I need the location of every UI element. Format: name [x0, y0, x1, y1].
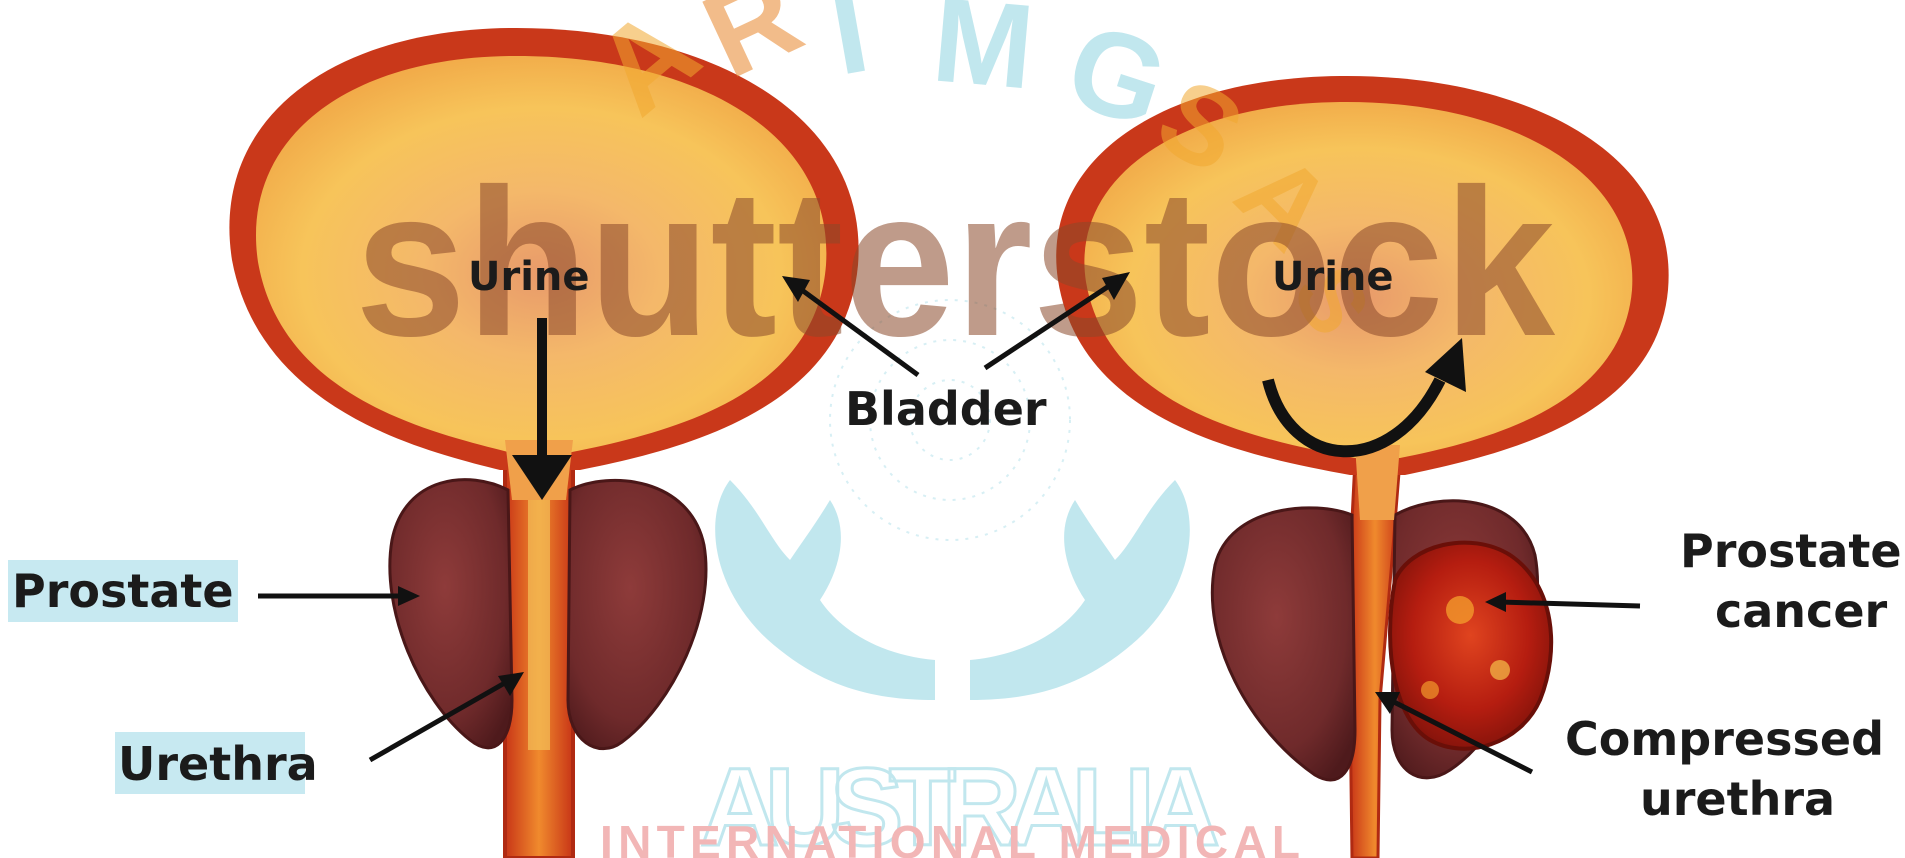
label-compressed-urethra-line2: urethra [1640, 772, 1835, 826]
right-bladder-neck [1355, 445, 1400, 520]
right-prostate-left-lobe [1212, 508, 1355, 780]
watermark-bottom-arc: INTERNATIONAL MEDICAL [600, 816, 1300, 858]
right-hand-icon [970, 480, 1190, 700]
tumor-spot [1421, 681, 1439, 699]
label-prostate-cancer-line2: cancer [1715, 584, 1888, 638]
left-urethra-inner [528, 500, 550, 750]
label-urethra: Urethra [118, 737, 318, 791]
label-prostate: Prostate [12, 564, 234, 618]
left-prostate-right-lobe [568, 480, 706, 748]
label-prostate-cancer-line1: Prostate [1680, 524, 1902, 578]
left-hand-icon [715, 480, 935, 700]
tumor [1390, 543, 1551, 749]
watermark-arc-letter: M [928, 0, 1039, 115]
watermark-arc-letter: I [821, 0, 877, 101]
left-prostate-left-lobe [390, 480, 512, 748]
label-urine-left: Urine [468, 254, 590, 300]
label-bladder: Bladder [845, 382, 1047, 436]
label-compressed-urethra-line1: Compressed [1565, 712, 1884, 766]
tumor-spot [1490, 660, 1510, 680]
label-urine-right: Urine [1272, 254, 1394, 300]
tumor-spot [1446, 596, 1474, 624]
